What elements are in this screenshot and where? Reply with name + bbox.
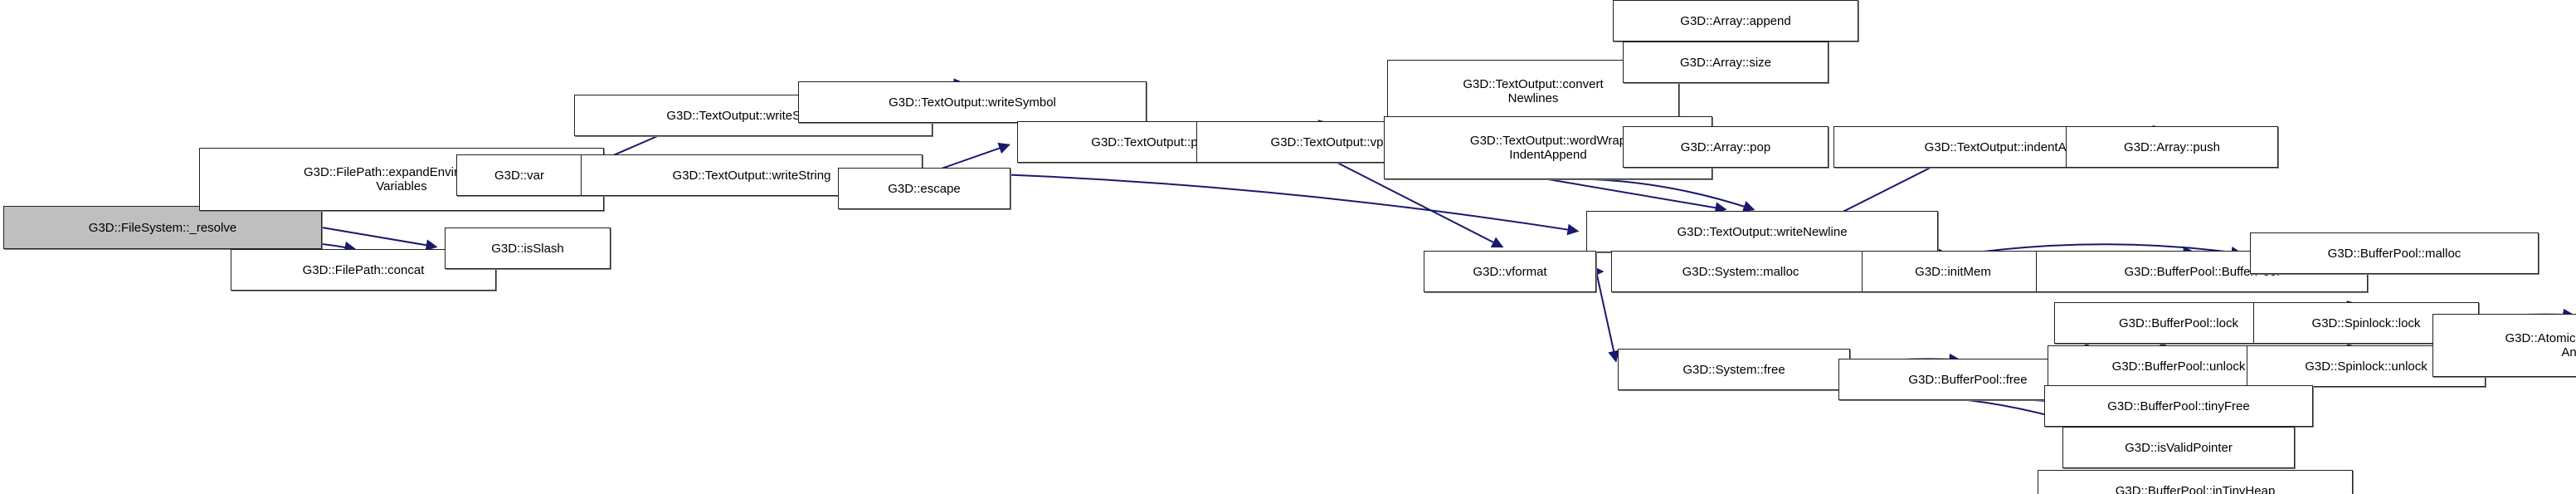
graph-node-label: G3D::isSlash xyxy=(491,241,564,256)
graph-node-isSlash[interactable]: G3D::isSlash xyxy=(445,227,611,269)
graph-node-label: G3D::System::malloc xyxy=(1682,264,1799,279)
graph-node-arrayPop[interactable]: G3D::Array::pop xyxy=(1623,126,1829,168)
graph-node-label: G3D::var xyxy=(494,168,544,183)
graph-node-resolve[interactable]: G3D::FileSystem::_resolve xyxy=(3,206,322,249)
graph-node-compareAndSet[interactable]: G3D::AtomicInt32::compare AndSet xyxy=(2432,314,2576,377)
graph-node-label: G3D::TextOutput::writeSymbol xyxy=(889,95,1056,110)
graph-node-label: G3D::Array::pop xyxy=(1680,139,1771,154)
graph-node-label: G3D::AtomicInt32::compare AndSet xyxy=(2505,331,2576,359)
graph-node-vformat[interactable]: G3D::vformat xyxy=(1424,251,1596,292)
graph-node-systemFree[interactable]: G3D::System::free xyxy=(1618,349,1850,390)
graph-node-arrayAppend[interactable]: G3D::Array::append xyxy=(1613,0,1858,42)
graph-node-systemMalloc[interactable]: G3D::System::malloc xyxy=(1611,251,1870,292)
graph-node-writeSymbol[interactable]: G3D::TextOutput::writeSymbol xyxy=(798,81,1147,123)
graph-node-label: G3D::Array::append xyxy=(1680,13,1791,28)
graph-node-label: G3D::TextOutput::writeNewline xyxy=(1677,224,1848,239)
graph-node-label: G3D::escape xyxy=(888,181,961,196)
graph-node-bufferPoolMalloc[interactable]: G3D::BufferPool::malloc xyxy=(2250,232,2539,274)
graph-node-initMem[interactable]: G3D::initMem xyxy=(1862,251,2044,292)
graph-node-isValidPointer[interactable]: G3D::isValidPointer xyxy=(2062,427,2295,468)
graph-node-label: G3D::System::free xyxy=(1682,362,1785,377)
graph-node-inTinyHeap[interactable]: G3D::BufferPool::inTinyHeap xyxy=(2038,470,2353,494)
graph-node-label: G3D::FileSystem::_resolve xyxy=(88,220,237,235)
graph-node-label: G3D::Array::size xyxy=(1679,55,1772,70)
graph-node-var[interactable]: G3D::var xyxy=(456,154,582,196)
graph-node-bufferPoolTinyFree[interactable]: G3D::BufferPool::tinyFree xyxy=(2044,385,2313,427)
graph-node-label: G3D::BufferPool::inTinyHeap xyxy=(2115,483,2276,494)
graph-node-label: G3D::vformat xyxy=(1473,264,1547,279)
graph-node-label: G3D::initMem xyxy=(1915,264,1991,279)
graph-edge-resolve-to-isSlash xyxy=(321,227,438,252)
graph-node-label: G3D::isValidPointer xyxy=(2125,440,2233,455)
graph-node-arraySize[interactable]: G3D::Array::size xyxy=(1623,42,1829,83)
graph-node-label: G3D::BufferPool::tinyFree xyxy=(2107,399,2250,413)
graph-node-writeNewline[interactable]: G3D::TextOutput::writeNewline xyxy=(1586,211,1938,252)
graph-node-arrayPush[interactable]: G3D::Array::push xyxy=(2066,126,2278,168)
graph-node-escape[interactable]: G3D::escape xyxy=(838,168,1010,209)
graph-node-label: G3D::Array::push xyxy=(2124,139,2220,154)
graph-edge-wordWrapIndent-to-writeNewline xyxy=(1547,178,1755,213)
graph-edge-wordWrapIndent-to-arrayResize xyxy=(1547,179,1727,214)
graph-node-label: G3D::BufferPool::malloc xyxy=(2327,246,2462,261)
